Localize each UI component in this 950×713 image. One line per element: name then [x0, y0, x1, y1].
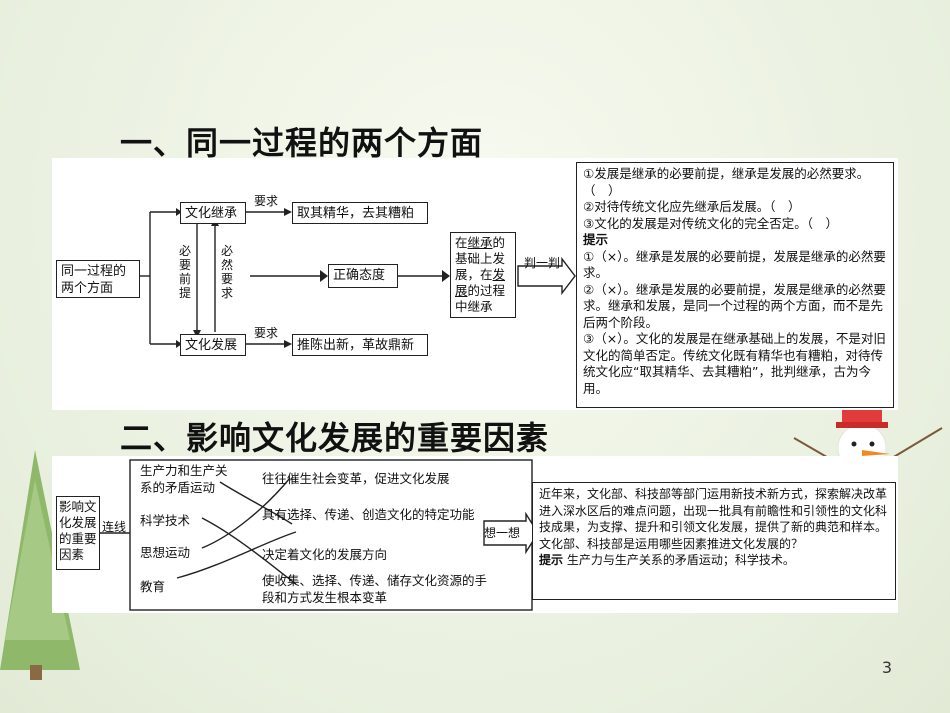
hint-label-2: 提示	[539, 553, 564, 567]
factor-science: 科学技术	[140, 513, 191, 528]
node-root-2: 影响文化发展的重要因素	[56, 496, 100, 570]
answer-1: ①（×）。继承是发展的必要前提，发展是继承的必然要求。	[583, 248, 886, 281]
judge-item-3: ③文化的发展是对传统文化的完全否定。（ ）	[583, 215, 838, 231]
answer-3: ③（×）。文化的发展是在继承基础上的发展，不是对旧文化的简单否定。传统文化既有精…	[583, 331, 886, 396]
factor-ideology: 思想运动	[140, 545, 191, 560]
node-new-replace-old: 推陈出新，革故鼎新	[292, 334, 428, 356]
inherit-word-1: 继承	[467, 235, 493, 250]
diagram-panel-2: 影响文化发展的重要因素 连线 生产力和生产关系的矛盾运动 科学技术 思想运动 教…	[52, 456, 898, 613]
inherit-line-1: 在	[455, 235, 468, 250]
hint-label-1: 提示	[583, 232, 609, 247]
label-judge: 判一判	[524, 256, 561, 270]
think-paragraph: 近年来，文化部、科技部等部门运用新技术新方式，探索解决改革进入深水区后的难点问题…	[539, 487, 888, 534]
effect-4: 使收集、选择、传递、储存文化资源的手段和方式发生根本变革	[262, 573, 488, 605]
label-think: 想一想	[484, 526, 521, 540]
judge-box: ①发展是继承的必要前提，继承是发展的必然要求。（ ） ②对待传统文化应先继承后发…	[576, 162, 894, 408]
node-develop: 文化发展	[180, 334, 246, 356]
inherit-word-2: 发展	[455, 267, 506, 298]
section-title-2: 二、影响文化发展的重要因素	[120, 419, 550, 457]
think-answer: 生产力与生产关系的矛盾运动；科学技术。	[566, 553, 795, 567]
label-require-bottom: 要求	[254, 326, 279, 340]
label-necessary-premise: 必要前提	[178, 244, 191, 300]
label-require-top: 要求	[254, 194, 279, 208]
node-develop-on-inherit: 在继承的基础上发展，在发展的过程中继承	[450, 232, 516, 318]
node-take-essence: 取其精华，去其糟粕	[292, 202, 428, 224]
factor-education: 教育	[140, 579, 166, 594]
node-root-1: 同一过程的两个方面	[56, 260, 140, 298]
judge-item-2: ②对待传统文化应先继承后发展。（ ）	[583, 199, 801, 214]
label-necessary-requirement: 必然要求	[220, 244, 233, 300]
answer-2: ②（×）。继承是发展的必要前提，发展是继承的必然要求。继承和发展，是同一个过程的…	[583, 281, 886, 330]
inherit-line-2: 的基础上发展，在	[455, 235, 506, 282]
think-box: 近年来，文化部、科技部等部门运用新技术新方式，探索解决改革进入深水区后的难点问题…	[532, 482, 896, 600]
effect-1: 往往催生社会变革，促进文化发展	[262, 471, 450, 486]
inherit-line-3: 的过程中继承	[455, 283, 506, 314]
page-number: 3	[881, 658, 892, 677]
effect-2: 具有选择、传递、创造文化的特定功能	[262, 507, 475, 522]
think-question: 文化部、科技部是运用哪些因素推进文化发展的？	[539, 536, 804, 551]
diagram-panel-1: 同一过程的两个方面 文化继承 文化发展 要求 要求 取其精华，去其糟粕 推陈出新…	[52, 158, 898, 410]
node-inherit: 文化继承	[180, 202, 246, 224]
effect-3: 决定着文化的发展方向	[262, 547, 388, 562]
connectors-1	[140, 208, 576, 348]
label-connect: 连线	[102, 520, 127, 534]
judge-item-1: ①发展是继承的必要前提，继承是发展的必然要求。（ ）	[583, 166, 870, 198]
think-hint: 提示 生产力与生产关系的矛盾运动；科学技术。	[539, 552, 889, 569]
section-title-1: 一、同一过程的两个方面	[120, 124, 484, 162]
factor-productivity: 生产力和生产关系的矛盾运动	[140, 463, 228, 495]
node-correct-attitude: 正确态度	[328, 264, 398, 288]
